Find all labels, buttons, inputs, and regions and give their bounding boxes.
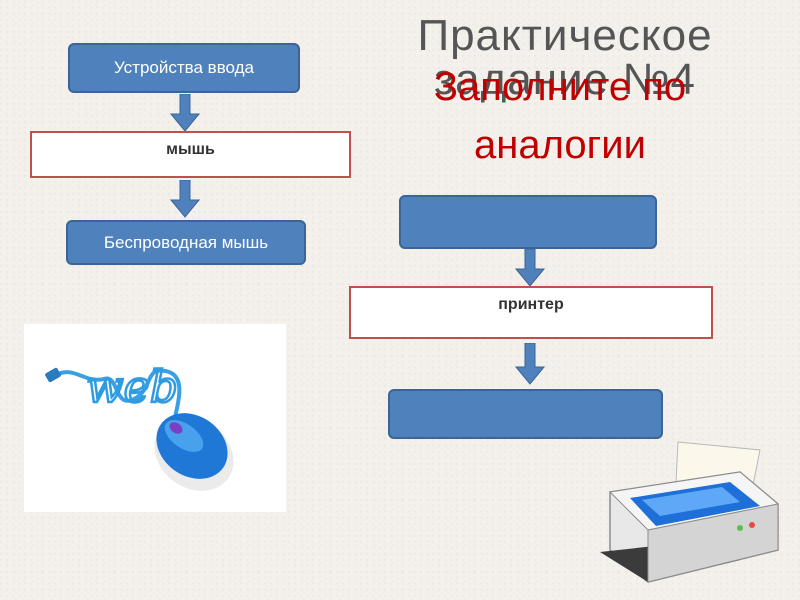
input-devices-box: Устройства ввода [68, 43, 300, 93]
down-arrow-icon [515, 249, 545, 287]
printer-box: принтер [349, 286, 713, 339]
wireless-mouse-box: Беспроводная мышь [66, 220, 306, 265]
empty-answer-box-bottom [388, 389, 663, 439]
wireless-mouse-icon: web [24, 324, 286, 512]
printer-icon [600, 441, 780, 583]
down-arrow-icon [170, 94, 200, 132]
title-practical-task: Практическое задание №4 [417, 11, 713, 104]
down-arrow-icon [170, 180, 200, 218]
empty-answer-box-top [399, 195, 657, 249]
title-fill-by-analogy: Заполните по аналогии [433, 65, 687, 167]
mouse-box: мышь [30, 131, 351, 178]
down-arrow-icon [515, 343, 545, 385]
web-lettering: web [86, 362, 178, 413]
